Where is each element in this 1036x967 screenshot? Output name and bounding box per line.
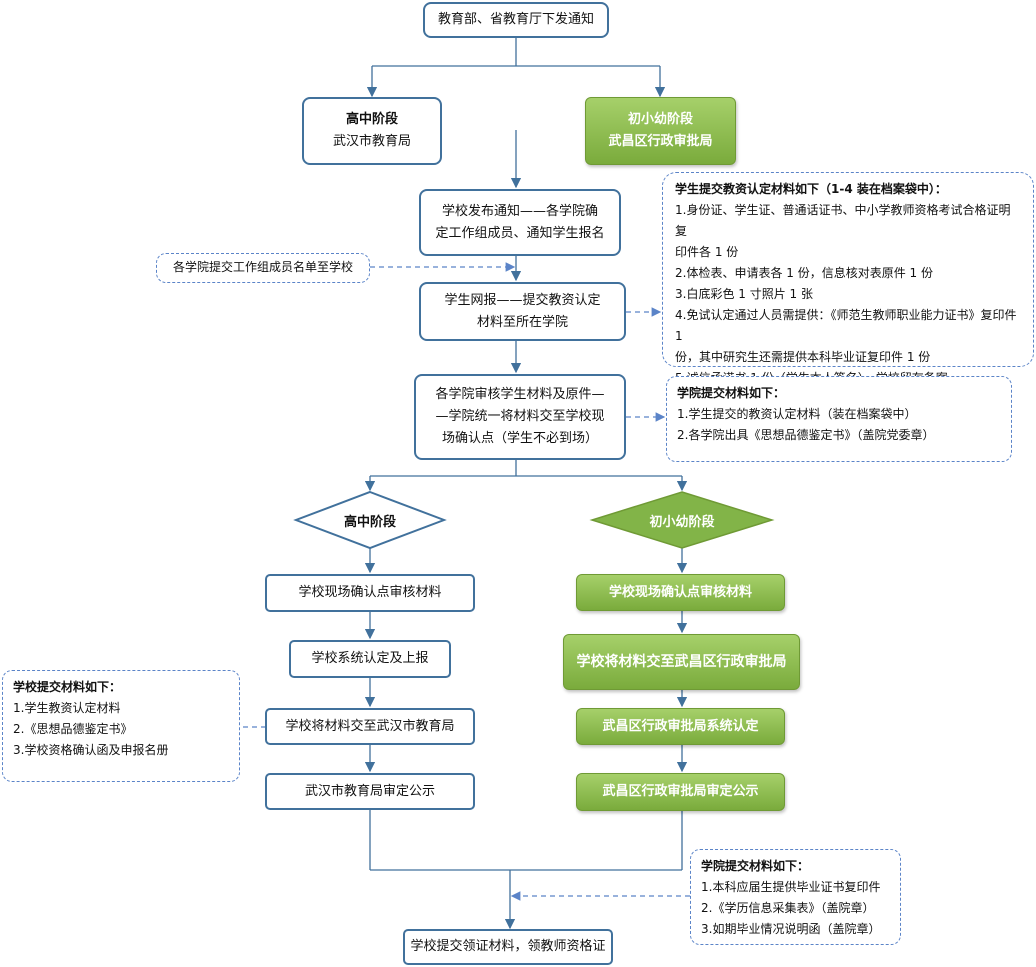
student-materials-line: 2.体检表、申请表各 1 份，信息核对表原件 1 份	[675, 266, 933, 280]
right-step-2: 学校将材料交至武昌区行政审批局	[563, 634, 800, 690]
student-materials-line: 3.白底彩色 1 寸照片 1 张	[675, 287, 813, 301]
college-review-line: 各学院审核学生材料及原件—	[435, 387, 605, 402]
graduation-materials-title: 学院提交材料如下：	[701, 859, 810, 873]
left-step-label: 武汉市教育局审定公示	[304, 783, 435, 799]
school-materials-title: 学校提交材料如下：	[13, 680, 122, 694]
graduation-materials-line: 1.本科应届生提供毕业证书复印件	[701, 880, 881, 894]
college-review-box: 各学院审核学生材料及原件— —学院统一将材料交至学校现 场确认点（学生不必到场）	[414, 374, 626, 460]
student-materials-note: 学生提交教资认定材料如下（1-4 装在档案袋中）： 1.身份证、学生证、普通话证…	[662, 172, 1034, 385]
right-step-label: 学校现场确认点审核材料	[608, 584, 752, 600]
right-step-label: 武昌区行政审批局审定公示	[602, 784, 759, 799]
school-materials-line: 1.学生教资认定材料	[13, 701, 121, 715]
student-materials-line: 1.身份证、学生证、普通话证书、中小学教师资格考试合格证明复	[675, 203, 1011, 238]
high-stage-title: 高中阶段	[345, 112, 398, 127]
left-step-1: 学校现场确认点审核材料	[265, 574, 475, 612]
primary-stage-title: 初小幼阶段	[627, 112, 693, 127]
college-submit-list-note: 各学院提交工作组成员名单至学校	[156, 253, 370, 283]
school-publish-line: 学校发布通知——各学院确	[441, 203, 598, 219]
right-step-4: 武昌区行政审批局审定公示	[576, 773, 785, 811]
graduation-materials-line: 3.如期毕业情况说明函（盖院章）	[701, 922, 881, 936]
college-submit-list-text: 各学院提交工作组成员名单至学校	[172, 260, 353, 274]
left-step-2: 学校系统认定及上报	[289, 640, 451, 678]
graduation-materials-line: 2.《学历信息采集表》（盖院章）	[701, 901, 875, 915]
left-step-3: 学校将材料交至武汉市教育局	[265, 708, 475, 745]
right-step-3: 武昌区行政审批局系统认定	[576, 708, 785, 745]
right-step-label: 学校将材料交至武昌区行政审批局	[576, 654, 787, 670]
student-materials-title: 学生提交教资认定材料如下（1-4 装在档案袋中）：	[675, 182, 947, 196]
graduation-materials-note: 学院提交材料如下： 1.本科应届生提供毕业证书复印件 2.《学历信息采集表》（盖…	[690, 849, 901, 945]
school-materials-line: 2.《思想品德鉴定书》	[13, 722, 133, 736]
college-materials-note: 学院提交材料如下： 1.学生提交的教资认定材料（装在档案袋中） 2.各学院出具《…	[666, 376, 1012, 462]
student-materials-line: 4.免试认定通过人员需提供：《师范生教师职业能力证书》复印件 1	[675, 308, 1017, 343]
high-stage-authority: 武汉市教育局	[332, 134, 411, 149]
student-online-box: 学生网报——提交教资认定 材料至所在学院	[419, 282, 626, 341]
school-materials-line: 3.学校资格确认函及申报名册	[13, 743, 169, 757]
diamond-high-label: 高中阶段	[343, 515, 396, 530]
right-step-1: 学校现场确认点审核材料	[576, 574, 785, 611]
college-review-line: 场确认点（学生不必到场）	[441, 431, 598, 446]
primary-stage-box: 初小幼阶段 武昌区行政审批局	[585, 97, 736, 165]
notice-box: 教育部、省教育厅下发通知	[423, 2, 609, 38]
notice-text: 教育部、省教育厅下发通知	[437, 12, 594, 27]
college-materials-title: 学院提交材料如下：	[677, 386, 786, 400]
student-online-line: 学生网报——提交教资认定	[444, 292, 601, 308]
student-online-line: 材料至所在学院	[476, 314, 568, 330]
school-publish-box: 学校发布通知——各学院确 定工作组成员、通知学生报名	[419, 189, 621, 256]
left-step-4: 武汉市教育局审定公示	[265, 773, 475, 810]
left-step-label: 学校系统认定及上报	[311, 651, 429, 666]
school-materials-note: 学校提交材料如下： 1.学生教资认定材料 2.《思想品德鉴定书》 3.学校资格确…	[2, 670, 240, 782]
final-box: 学校提交领证材料，领教师资格证	[403, 929, 613, 965]
college-materials-line: 2.各学院出具《思想品德鉴定书》（盖院党委章）	[677, 428, 935, 442]
right-step-label: 武昌区行政审批局系统认定	[602, 718, 759, 734]
diamond-high-shape	[293, 490, 447, 550]
college-materials-line: 1.学生提交的教资认定材料（装在档案袋中）	[677, 407, 917, 421]
diamond-primary-label: 初小幼阶段	[649, 515, 715, 530]
student-materials-line: 印件各 1 份	[675, 245, 739, 259]
diamond-primary-shape	[589, 491, 775, 549]
left-step-label: 学校将材料交至武汉市教育局	[285, 718, 455, 734]
student-materials-line: 份，其中研究生还需提供本科毕业证复印件 1 份	[675, 350, 931, 364]
college-review-line: —学院统一将材料交至学校现	[435, 409, 605, 424]
left-step-label: 学校现场确认点审核材料	[298, 585, 442, 600]
primary-stage-authority: 武昌区行政审批局	[608, 134, 713, 149]
school-publish-line: 定工作组成员、通知学生报名	[435, 225, 605, 241]
final-text: 学校提交领证材料，领教师资格证	[410, 939, 606, 954]
high-stage-box: 高中阶段 武汉市教育局	[302, 97, 442, 165]
